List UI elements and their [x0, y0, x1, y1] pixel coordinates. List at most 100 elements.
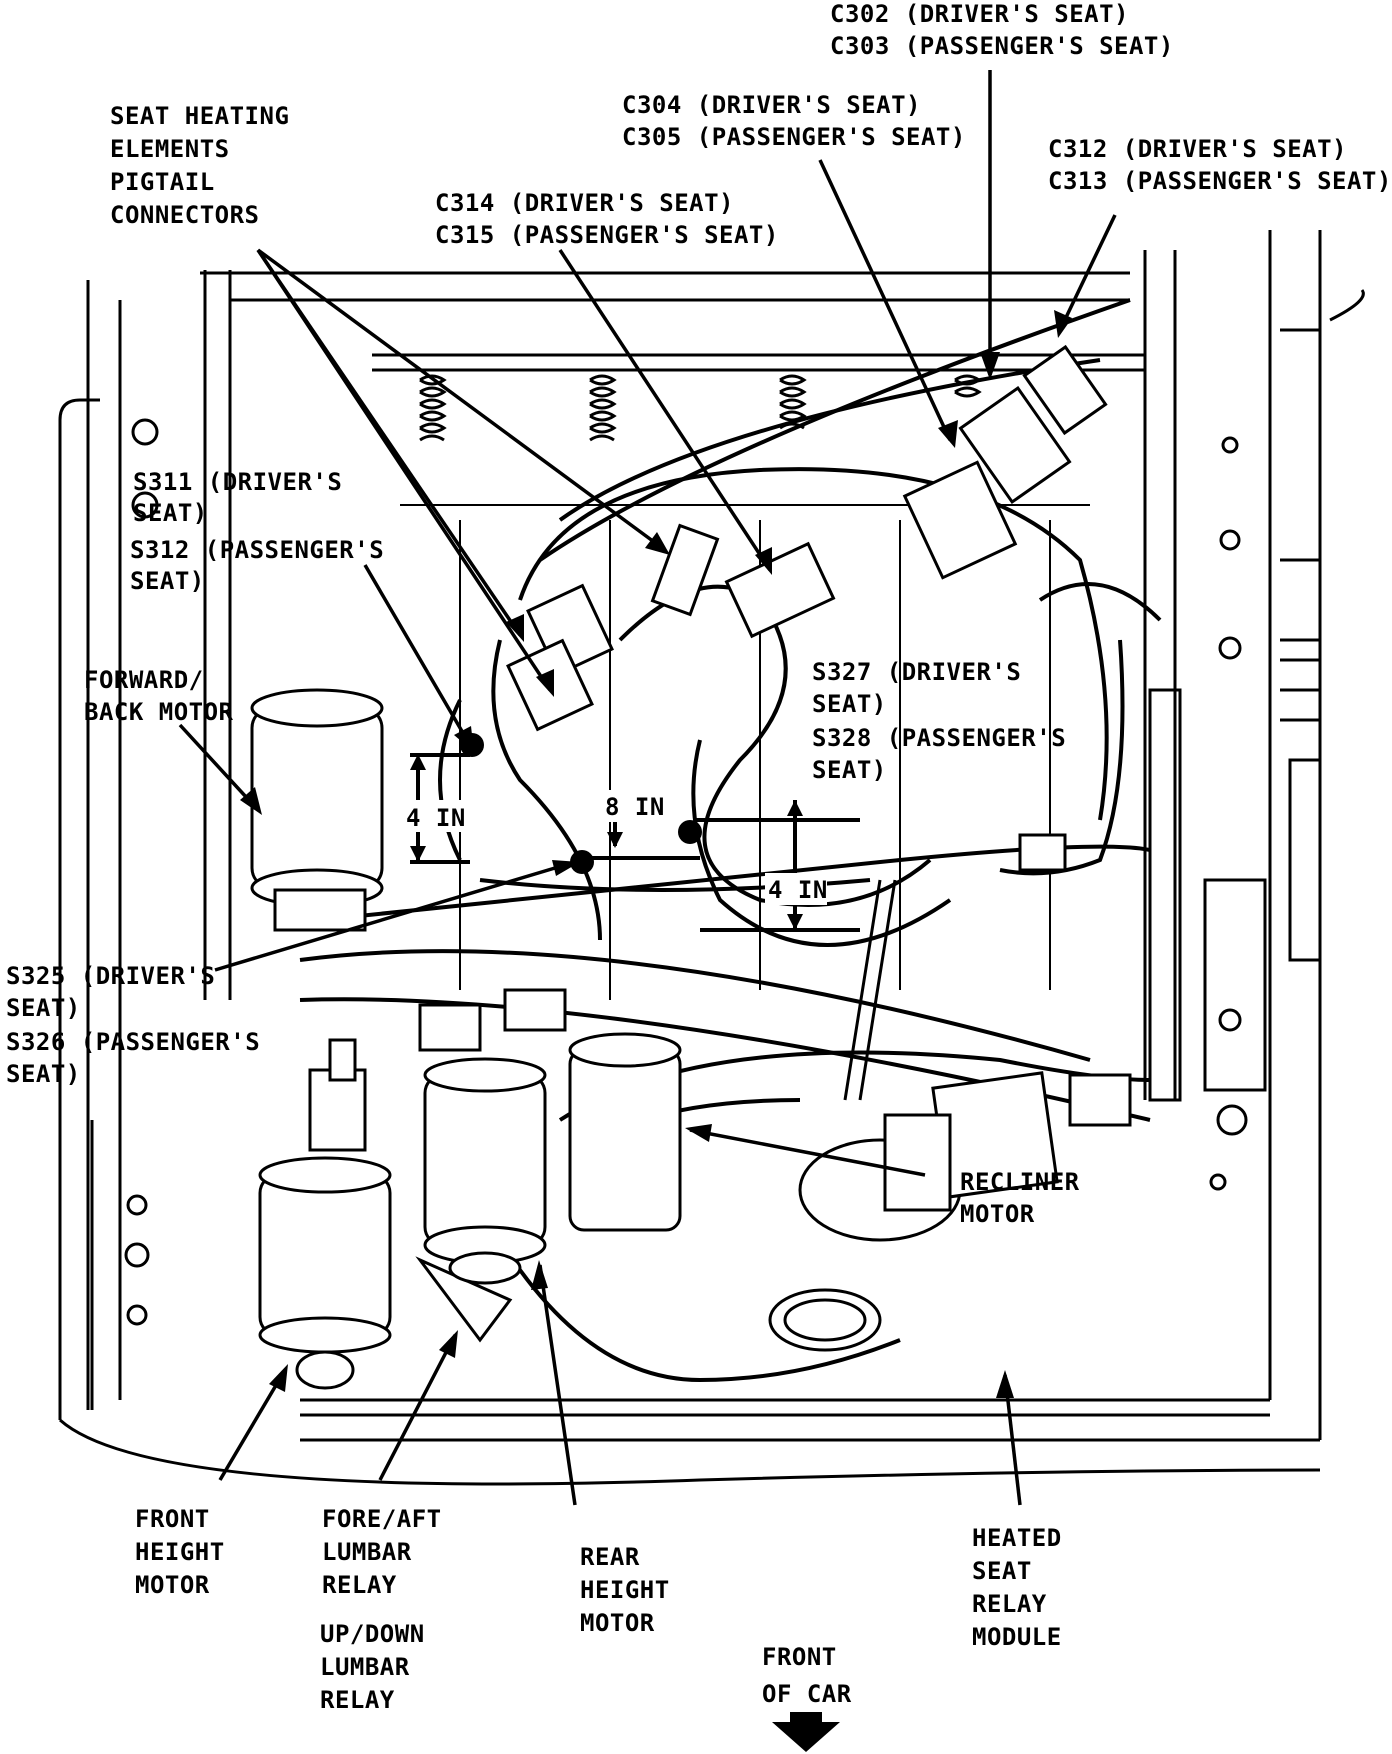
bolt-hole-icon: [1219, 529, 1241, 551]
label-line: RECLINER: [960, 1168, 1080, 1196]
label-s325-s326: S325 (DRIVER'S SEAT) S326 (PASSENGER'S S…: [6, 962, 260, 1088]
right-hinge: [1280, 328, 1322, 962]
label-line: RELAY: [972, 1590, 1047, 1618]
label-line: HEATED: [972, 1524, 1062, 1552]
bolt-hole-icon: [124, 1242, 150, 1268]
label-line: MOTOR: [580, 1609, 655, 1637]
label-line: C304 (DRIVER'S SEAT): [622, 91, 921, 119]
label-line: S325 (DRIVER'S: [6, 962, 215, 990]
label-line: LUMBAR: [320, 1653, 410, 1681]
label-line: HEIGHT: [135, 1538, 225, 1566]
bolt-hole-icon: [1209, 1173, 1227, 1191]
label-s327-s328: S327 (DRIVER'S SEAT) S328 (PASSENGER'S S…: [812, 658, 1066, 784]
label-seat-heating: SEAT HEATING ELEMENTS PIGTAIL CONNECTORS: [110, 102, 289, 229]
connector-relay-lead: [503, 988, 567, 1032]
label-line: S326 (PASSENGER'S: [6, 1028, 260, 1056]
dimension-middle-splice: 8 IN: [605, 793, 665, 821]
label-s311-s312: S311 (DRIVER'S SEAT) S312 (PASSENGER'S S…: [130, 468, 384, 595]
label-line: MOTOR: [135, 1571, 210, 1599]
bolt-hole-icon: [131, 491, 159, 519]
label-line: CONNECTORS: [110, 201, 260, 229]
label-c314-c315: C314 (DRIVER'S SEAT) C315 (PASSENGER'S S…: [435, 189, 779, 249]
label-line: MOTOR: [960, 1200, 1035, 1228]
splice-s325-icon: [570, 850, 594, 874]
label-line: OF CAR: [762, 1680, 852, 1708]
label-line: C313 (PASSENGER'S SEAT): [1048, 167, 1392, 195]
label-forward-back-motor: FORWARD/ BACK MOTOR: [84, 666, 234, 726]
splice-s327-icon: [678, 820, 702, 844]
label-line: S312 (PASSENGER'S: [130, 536, 384, 564]
connector-c303: [958, 385, 1072, 505]
label-line: C302 (DRIVER'S SEAT): [830, 0, 1129, 28]
connectors: [418, 344, 1132, 1127]
label-line: FRONT: [762, 1643, 837, 1671]
forward-back-motor-body: [250, 688, 384, 932]
bolt-hole-icon: [131, 418, 159, 446]
connector-harness-right: [1018, 833, 1067, 872]
label-line: BACK MOTOR: [84, 698, 234, 726]
connector-harness-lower-left: [418, 1003, 482, 1052]
label-heated-seat-relay-module: HEATED SEAT RELAY MODULE: [972, 1524, 1062, 1651]
label-front-of-car: FRONT OF CAR: [762, 1643, 852, 1708]
label-line: SEAT): [812, 756, 887, 784]
label-c304-c305: C304 (DRIVER'S SEAT) C305 (PASSENGER'S S…: [622, 91, 966, 151]
label-line: FORWARD/: [84, 666, 204, 694]
bolt-hole-icon: [126, 1194, 148, 1216]
leader-lines: [178, 70, 1117, 1506]
label-up-down-lumbar-relay: UP/DOWN LUMBAR RELAY: [320, 1620, 425, 1714]
label-line: C314 (DRIVER'S SEAT): [435, 189, 734, 217]
label-line: S327 (DRIVER'S: [812, 658, 1021, 686]
label-line: SEAT): [133, 499, 208, 527]
label-fore-aft-lumbar-relay: FORE/AFT LUMBAR RELAY: [322, 1505, 442, 1599]
label-line: SEAT HEATING: [110, 102, 289, 130]
bolt-hole-icon: [1216, 1104, 1248, 1136]
label-line: SEAT: [972, 1557, 1032, 1585]
label-line: MODULE: [972, 1623, 1062, 1651]
label-line: SEAT): [6, 1060, 81, 1088]
rear-height-motor-body: [423, 1057, 547, 1285]
label-rear-height-motor: REAR HEIGHT MOTOR: [580, 1543, 670, 1637]
label-c302-c303: C302 (DRIVER'S SEAT) C303 (PASSENGER'S S…: [830, 0, 1174, 60]
connector-c302: [902, 460, 1018, 580]
arrowheads: [240, 310, 1072, 1398]
front-height-motor-body: [258, 1156, 392, 1390]
label-line: C305 (PASSENGER'S SEAT): [622, 123, 966, 151]
seat-springs: [419, 374, 982, 442]
label-line: LUMBAR: [322, 1538, 412, 1566]
label-c312-c313: C312 (DRIVER'S SEAT) C313 (PASSENGER'S S…: [1048, 135, 1392, 195]
recliner-motor-body: [568, 1032, 962, 1242]
connector-harness-lower-right: [1068, 1073, 1132, 1127]
connector-c304: [650, 523, 720, 617]
label-line: SEAT): [6, 994, 81, 1022]
label-line: SEAT): [130, 567, 205, 595]
front-direction-arrow-icon: [772, 1722, 840, 1752]
label-line: C312 (DRIVER'S SEAT): [1048, 135, 1347, 163]
label-line: S328 (PASSENGER'S: [812, 724, 1066, 752]
label-line: FORE/AFT: [322, 1505, 442, 1533]
bolt-hole-icon: [1218, 636, 1242, 660]
label-line: REAR: [580, 1543, 640, 1571]
label-line: S311 (DRIVER'S: [133, 468, 342, 496]
seat-frame: [58, 230, 1365, 1486]
dimension-left-splice: 4 IN: [406, 804, 466, 832]
label-front-height-motor: FRONT HEIGHT MOTOR: [135, 1505, 225, 1599]
label-line: RELAY: [320, 1686, 395, 1714]
dimension-right-splice: 4 IN: [768, 876, 828, 904]
label-line: RELAY: [322, 1571, 397, 1599]
bolt-hole-icon: [126, 1304, 148, 1326]
label-line: UP/DOWN: [320, 1620, 425, 1648]
label-line: ELEMENTS: [110, 135, 230, 163]
connector-c312: [1022, 344, 1108, 436]
label-line: C303 (PASSENGER'S SEAT): [830, 32, 1174, 60]
label-line: C315 (PASSENGER'S SEAT): [435, 221, 779, 249]
heated-seat-relay-module-body: [768, 1071, 1059, 1352]
label-line: HEIGHT: [580, 1576, 670, 1604]
bolt-hole-icon: [1221, 436, 1239, 454]
label-recliner-motor: RECLINER MOTOR: [960, 1168, 1080, 1228]
label-line: SEAT): [812, 690, 887, 718]
components: [250, 688, 1059, 1390]
label-line: PIGTAIL: [110, 168, 215, 196]
label-line: FRONT: [135, 1505, 210, 1533]
bolt-hole-icon: [1218, 1008, 1242, 1032]
